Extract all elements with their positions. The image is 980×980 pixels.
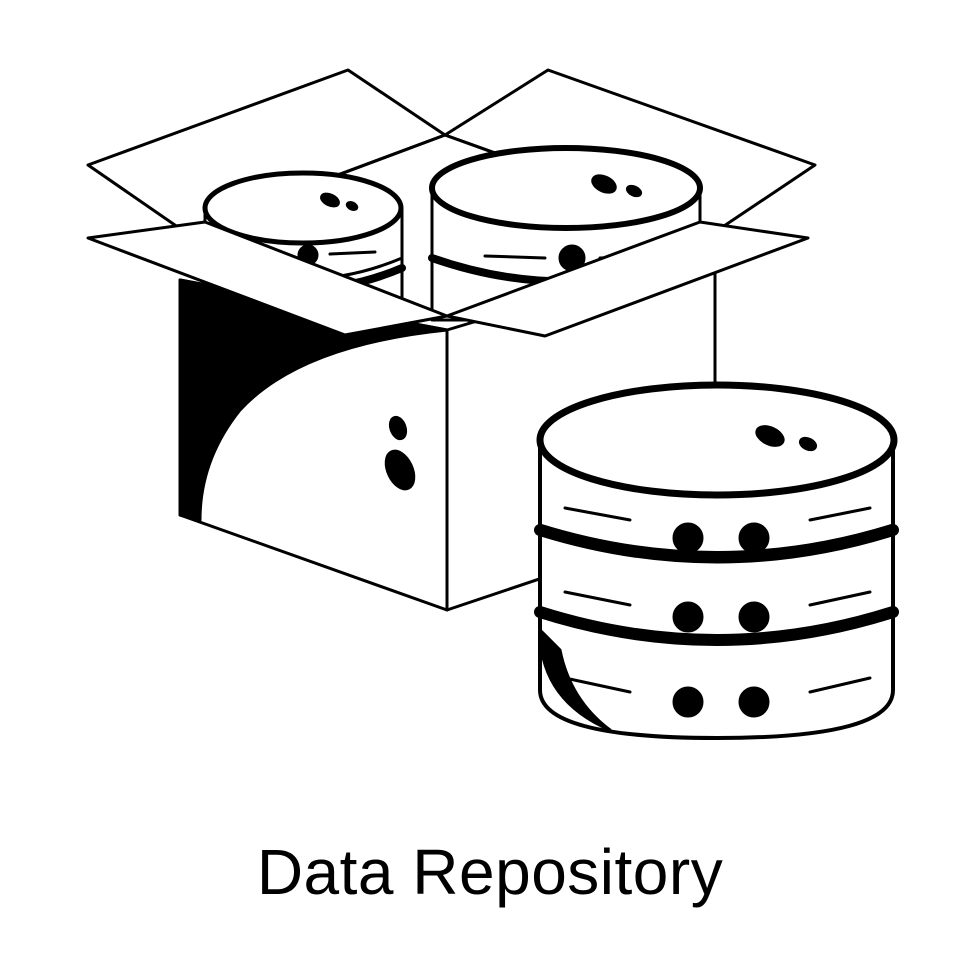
database-stack-icon	[534, 381, 899, 740]
box-front-right-flap	[445, 220, 810, 338]
box-shadow	[178, 278, 449, 522]
data-repository-illustration	[86, 68, 899, 740]
caption-title: Data Repository	[256, 836, 724, 908]
